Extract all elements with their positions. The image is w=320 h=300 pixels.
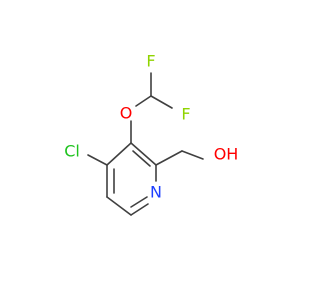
bond-c4-c3 bbox=[106, 142, 132, 166]
oxygen-ether-label: O bbox=[120, 104, 133, 123]
bond-ch2-oh bbox=[181, 150, 204, 160]
fluorine-top-label: F bbox=[146, 52, 155, 71]
bond-c4-cl bbox=[87, 154, 108, 166]
bond-n-c6-inner bbox=[130, 196, 148, 208]
molecule-structure: F F O Cl N OH bbox=[64, 52, 238, 216]
bond-cf-f-right bbox=[150, 95, 173, 109]
bond-lines bbox=[87, 72, 204, 216]
nitrogen-label: N bbox=[150, 183, 162, 202]
bond-c3-c2 bbox=[130, 142, 157, 166]
atom-labels: F F O Cl N OH bbox=[64, 52, 238, 202]
bond-c6-c5 bbox=[106, 196, 132, 216]
fluorine-right-label: F bbox=[181, 105, 190, 124]
bond-o-cf bbox=[135, 95, 152, 107]
bond-n-c6 bbox=[130, 203, 149, 216]
bond-c2-ch2 bbox=[155, 150, 183, 166]
chlorine-label: Cl bbox=[64, 142, 80, 161]
bond-c3-c2-inner bbox=[132, 150, 151, 167]
hydroxyl-label: OH bbox=[214, 145, 239, 164]
